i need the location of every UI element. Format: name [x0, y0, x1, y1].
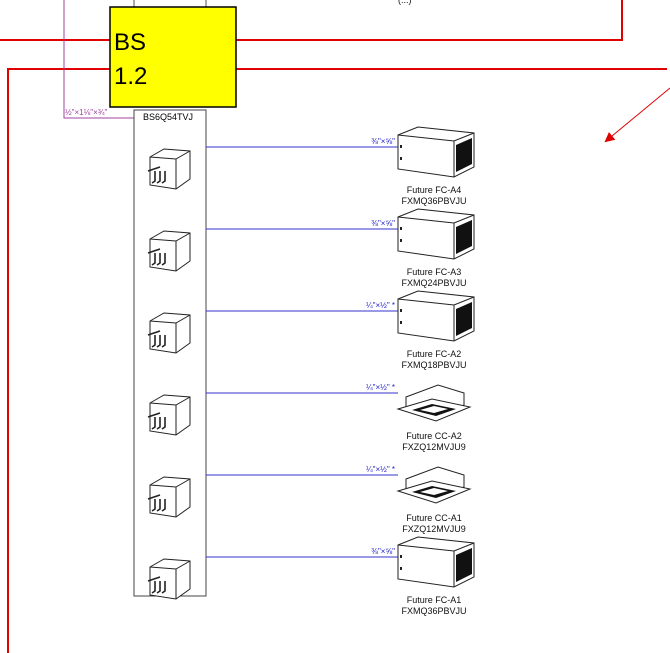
- cassette-unit-center: [420, 406, 448, 413]
- annotation-arrow: [604, 87, 670, 143]
- indoor-unit-name: Future FC-A1: [407, 595, 462, 605]
- selector-pipe-stub: [151, 253, 156, 266]
- selector-pipe-stub: [151, 171, 156, 184]
- indoor-unit-model: FXMQ24PBVJU: [401, 278, 466, 288]
- ducted-unit-body: [397, 126, 475, 178]
- ducted-unit-body: [397, 290, 475, 342]
- selector-pipe-stub: [147, 330, 161, 336]
- bs-tag: [109, 6, 237, 108]
- bs-unit-model: BS6Q54TVJ: [143, 112, 193, 122]
- branch-selector-edges: [149, 232, 191, 271]
- branch-pipe-size: ¼"×½" *: [366, 383, 395, 392]
- selector-pipe-stub: [147, 412, 161, 418]
- ducted-unit-grille: [456, 548, 472, 582]
- ducted-unit-edges: [397, 132, 475, 177]
- ducted-unit-edges: [397, 542, 475, 587]
- branch-selector-edges: [149, 560, 191, 599]
- selector-pipe-stub: [161, 171, 166, 184]
- selector-pipe-stub: [151, 499, 156, 512]
- branch-ports: ⅜"×⅝"Future FC-A4FXMQ36PBVJU⅜"×⅝"Future …: [147, 126, 475, 616]
- indoor-unit-name: Future CC-A2: [406, 431, 462, 441]
- branch-selector-edges: [149, 150, 191, 189]
- indoor-unit-model: FXZQ12MVJU9: [402, 442, 466, 452]
- ducted-unit-grille: [456, 138, 472, 172]
- indoor-unit-name: Future FC-A4: [407, 185, 462, 195]
- bs-tag-line2: 1.2: [114, 63, 147, 90]
- branch-selector-edges: [149, 396, 191, 435]
- ducted-unit-body: [397, 536, 475, 588]
- selector-pipe-stub: [156, 335, 161, 348]
- selector-pipe-stub: [156, 171, 161, 184]
- branch-selector-edges: [149, 314, 191, 353]
- selector-pipe-stub: [161, 335, 166, 348]
- ducted-unit-fitting: [400, 555, 402, 558]
- ducted-unit-fitting: [400, 309, 402, 312]
- upper-zone-outline: [0, 0, 623, 41]
- selector-pipe-stub: [156, 581, 161, 594]
- ducted-unit-body: [397, 208, 475, 260]
- selector-pipe-stub: [147, 166, 161, 172]
- indoor-unit-name: Future FC-A3: [407, 267, 462, 277]
- ducted-unit-fitting: [400, 227, 402, 230]
- ducted-unit-fitting: [400, 567, 402, 570]
- indoor-unit-model: FXMQ18PBVJU: [401, 360, 466, 370]
- main-pipe-label: ½"×1⅛"×¾": [65, 108, 107, 117]
- selector-pipe-stub: [151, 417, 156, 430]
- selector-pipe-stub: [156, 417, 161, 430]
- selector-pipe-stub: [156, 253, 161, 266]
- selector-pipe-stub: [161, 253, 166, 266]
- indoor-unit-name: Future FC-A2: [407, 349, 462, 359]
- branch-pipe-size: ⅜"×⅝": [371, 137, 395, 146]
- ducted-unit-grille: [456, 220, 472, 254]
- ducted-unit-fitting: [400, 145, 402, 148]
- ducted-unit-edges: [397, 214, 475, 259]
- branch-pipe-size: ¼"×½" *: [366, 465, 395, 474]
- selector-pipe-stub: [151, 335, 156, 348]
- selector-pipe-stub: [147, 576, 161, 582]
- bs-tag-line1: BS: [114, 29, 146, 56]
- indoor-unit-model: FXMQ36PBVJU: [401, 606, 466, 616]
- ducted-unit-fitting: [400, 321, 402, 324]
- ducted-unit-grille: [456, 302, 472, 336]
- indoor-unit-name: Future CC-A1: [406, 513, 462, 523]
- selector-pipe-stub: [147, 248, 161, 254]
- branch-pipe-size: ⅜"×⅝": [371, 547, 395, 556]
- selector-pipe-stub: [161, 417, 166, 430]
- top-partial-label: (...): [398, 0, 412, 5]
- ducted-unit-edges: [397, 296, 475, 341]
- selector-pipe-stub: [147, 494, 161, 500]
- branch-selector-edges: [149, 478, 191, 517]
- branch-pipe-size: ¼"×½" *: [366, 301, 395, 310]
- indoor-unit-model: FXMQ36PBVJU: [401, 196, 466, 206]
- branch-pipe-size: ⅜"×⅝": [371, 219, 395, 228]
- selector-pipe-stub: [161, 581, 166, 594]
- ducted-unit-fitting: [400, 157, 402, 160]
- indoor-unit-model: FXZQ12MVJU9: [402, 524, 466, 534]
- lower-zone-outline: [7, 68, 667, 653]
- main-refrigerant-line: [63, 0, 134, 119]
- selector-pipe-stub: [151, 581, 156, 594]
- ducted-unit-fitting: [400, 239, 402, 242]
- cassette-unit-center: [420, 488, 448, 495]
- selector-pipe-stub: [156, 499, 161, 512]
- selector-pipe-stub: [161, 499, 166, 512]
